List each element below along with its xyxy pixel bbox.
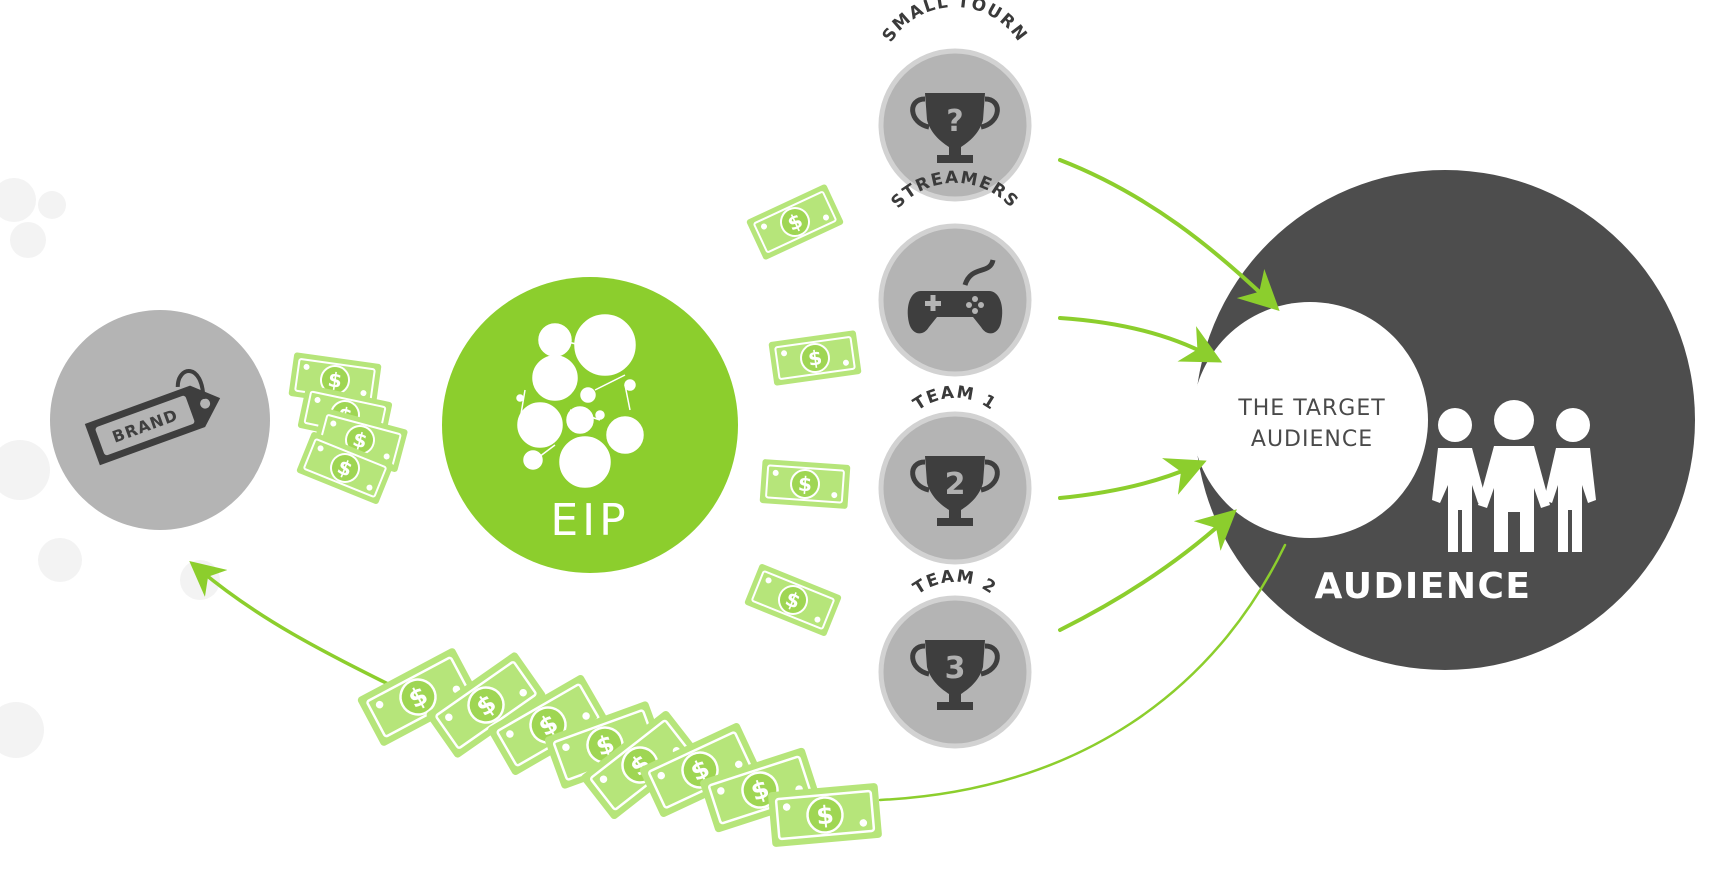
bill-stack-brand-eip: $ $ $ $ [287, 351, 410, 506]
dollar-symbol: $ [806, 345, 823, 371]
channel-label: TEAM 1 [910, 382, 999, 414]
dollar-bill-icon: $ [766, 781, 884, 849]
people-group-icon [1432, 400, 1596, 552]
trophy-badge: ? [946, 104, 963, 139]
dollar-bill-icon: $ [758, 457, 852, 511]
target-audience-line2: AUDIENCE [1251, 427, 1373, 452]
brand-node: BRAND [50, 310, 270, 530]
channel-team-2: TEAM 2 3 [878, 566, 1032, 749]
dollar-bill-icon: $ [310, 406, 410, 474]
arrow-small-tourn [1058, 158, 1280, 311]
svg-text:TEAM 2: TEAM 2 [910, 566, 1001, 598]
trophy-badge: 2 [945, 467, 966, 502]
channel-team-1: TEAM 1 2 [878, 382, 1032, 565]
target-audience-line1: THE TARGET [1237, 396, 1385, 421]
audience-label: AUDIENCE [1315, 566, 1532, 607]
audience-node: THE TARGET AUDIENCE AUDIENCE [1192, 170, 1695, 670]
target-audience-circle [1192, 302, 1428, 538]
eip-node: EIP [442, 277, 738, 573]
svg-text:TEAM 1: TEAM 1 [910, 382, 1001, 414]
money-trail: $ $ $ $ $ $ $ $ [355, 645, 884, 849]
trophy-badge: 3 [945, 651, 966, 686]
bills-eip-channels: $ $ $ $ [742, 182, 863, 638]
dollar-bill-icon: $ [423, 649, 549, 761]
dollar-symbol: $ [797, 472, 813, 497]
price-tag-icon: BRAND [84, 369, 221, 466]
arrow-streamers [1058, 316, 1223, 363]
dollar-symbol: $ [350, 427, 370, 454]
trophy-question-icon: ? [910, 93, 1000, 163]
channel-label: SMALL TOURN [879, 0, 1030, 46]
dollar-bill-icon: $ [355, 645, 481, 749]
return-flow [189, 543, 1287, 802]
dollar-symbol: $ [815, 800, 835, 830]
return-arc-audience [878, 543, 1287, 802]
gamepad-icon [907, 259, 1003, 334]
dollar-bill-icon: $ [294, 430, 396, 506]
dollar-bill-icon: $ [697, 745, 823, 835]
return-arc-to-brand [189, 561, 402, 692]
arrow-team-1 [1058, 458, 1207, 500]
dollar-bill-icon: $ [767, 329, 863, 387]
dollar-symbol: $ [326, 367, 343, 393]
svg-text:SMALL TOURN: SMALL TOURN [879, 0, 1032, 46]
channel-label: TEAM 2 [910, 566, 999, 598]
eip-label: EIP [550, 495, 629, 546]
trophy-2-icon: 2 [910, 456, 1000, 526]
dollar-bill-icon: $ [744, 182, 846, 262]
dollar-bill-icon: $ [287, 351, 383, 409]
arrow-team-2 [1058, 509, 1237, 632]
bubbles-network-icon [516, 314, 644, 488]
dollar-bill-icon: $ [742, 562, 844, 638]
arrows-to-audience [1058, 158, 1280, 632]
trophy-3-icon: 3 [910, 640, 1000, 710]
